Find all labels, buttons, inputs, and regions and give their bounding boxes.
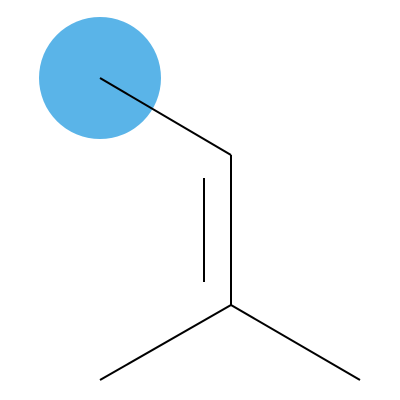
bond-group — [99, 77, 361, 381]
bond-c1-c2 — [99, 77, 232, 156]
bond-c3-c4 — [99, 304, 232, 381]
bond-c3-c5 — [230, 304, 361, 381]
